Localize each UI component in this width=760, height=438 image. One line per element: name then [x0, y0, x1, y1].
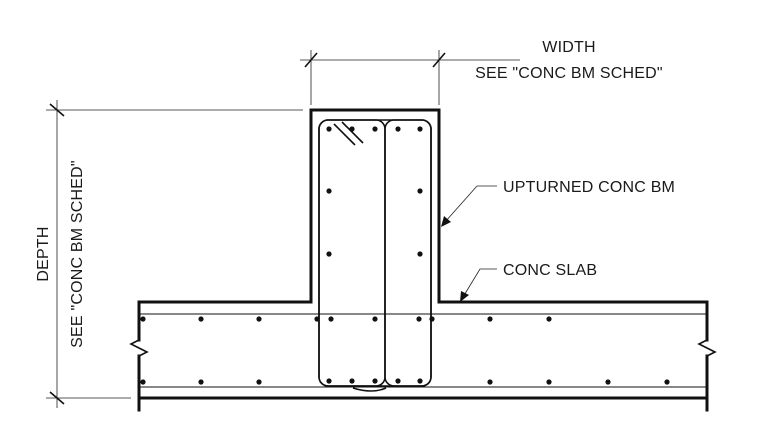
slab-top-rebar-dot: [429, 316, 435, 322]
beam-rebar-dot: [326, 188, 332, 194]
width-tick-left: [304, 52, 318, 68]
slab-bottom-rebar-dot: [605, 379, 611, 385]
outer-stirrup: [318, 119, 432, 387]
beam-rebar-dot: [395, 126, 401, 132]
depth-tick-top: [49, 103, 65, 117]
beam-rebar-dot: [417, 188, 423, 194]
inner-stirrup-right: [384, 119, 432, 387]
slab-top-rebar-dot: [416, 316, 422, 322]
beam-rebar-dot: [326, 126, 332, 132]
right-break-line: [697, 339, 717, 357]
slab-top-rebar-dot: [328, 316, 334, 322]
beam-reinforcement: [318, 119, 432, 392]
slab-callout-text: CONC SLAB: [503, 262, 597, 279]
beam-leader-arrowhead: [441, 216, 451, 227]
beam-rebar-dot: [326, 251, 332, 257]
stirrup-hook-2: [341, 121, 364, 144]
depth-dimension: DEPTH SEE "CONC BM SCHED": [35, 100, 303, 408]
slab-top-rebar-dot: [372, 316, 378, 322]
slab-bottom-rebar-dot: [664, 379, 670, 385]
beam-rebar-dot: [349, 378, 355, 384]
width-note: SEE "CONC BM SCHED": [475, 65, 663, 82]
depth-note: SEE "CONC BM SCHED": [69, 160, 86, 348]
slab-bottom-rebar-dots: [140, 379, 670, 385]
slab-top-rebar-dot: [487, 316, 493, 322]
beam-callout-text: UPTURNED CONC BM: [503, 179, 675, 196]
slab-top-rebar-dot: [256, 316, 262, 322]
beam-rebar-dot: [417, 378, 423, 384]
concrete-outline: [129, 108, 717, 412]
slab-top-rebar-dots: [140, 316, 552, 322]
slab-callout: CONC SLAB: [460, 262, 597, 302]
depth-title: DEPTH: [35, 226, 52, 281]
slab-top-rebar-dot: [546, 316, 552, 322]
beam-rebar-dot: [326, 378, 332, 384]
slab-leader-line: [462, 268, 497, 298]
beam-rebar-dot: [372, 126, 378, 132]
stirrup-hook-1: [333, 123, 356, 146]
width-dimension: WIDTH SEE "CONC BM SCHED": [300, 39, 663, 105]
width-tick-right: [432, 52, 446, 68]
slab-bottom-rebar-dot: [140, 379, 146, 385]
slab-top-rebar-dot: [198, 316, 204, 322]
beam-leader-line: [444, 185, 497, 223]
slab-bottom-rebar-dot: [256, 379, 262, 385]
beam-rebar-dot: [372, 378, 378, 384]
depth-tick-bottom: [49, 391, 65, 405]
beam-rebar-dot: [349, 126, 355, 132]
width-title: WIDTH: [542, 39, 595, 56]
beam-rebar-dot: [417, 251, 423, 257]
beam-rebar-dot: [417, 126, 423, 132]
beam-rebar-dots: [326, 126, 423, 384]
left-break-line: [129, 339, 149, 357]
slab-bottom-rebar-dot: [546, 379, 552, 385]
slab-reinforcement: [139, 313, 707, 388]
beam-rebar-dot: [395, 378, 401, 384]
slab-leader-arrowhead: [460, 291, 469, 302]
stirrup-hook-bottom: [352, 387, 387, 392]
slab-bottom-rebar-dot: [198, 379, 204, 385]
slab-top-rebar-dot: [140, 316, 146, 322]
slab-bottom-rebar-dot: [487, 379, 493, 385]
beam-callout: UPTURNED CONC BM: [441, 179, 675, 227]
